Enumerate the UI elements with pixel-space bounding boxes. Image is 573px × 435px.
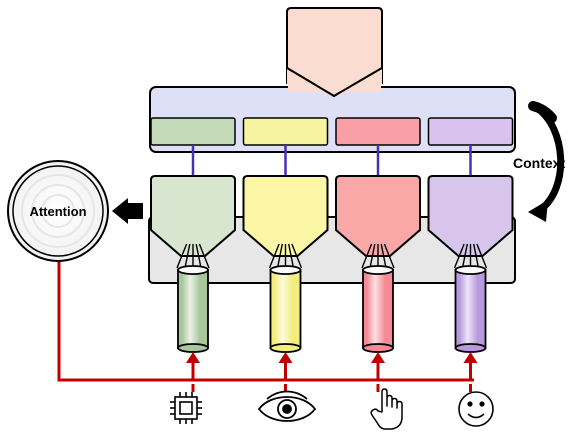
funnel-purple: [427, 175, 514, 257]
module-red: [335, 117, 421, 392]
rays-red: [361, 243, 395, 269]
rays-purple: [453, 243, 488, 269]
attention-label: Attention: [29, 204, 86, 219]
module-green: [150, 117, 236, 392]
rays-green: [176, 243, 210, 269]
smiley-icon: [458, 391, 494, 427]
context-label: Context: [513, 155, 565, 171]
context-bar-purple: [427, 117, 514, 146]
chip-icon: [170, 392, 202, 424]
module-purple: [427, 117, 514, 392]
funnel-green: [150, 175, 236, 257]
rays-yellow: [268, 243, 303, 269]
funnel-yellow: [242, 175, 329, 257]
context-bar-red: [335, 117, 421, 146]
context-bar-green: [150, 117, 236, 146]
context-bar-yellow: [242, 117, 329, 146]
module-yellow: [242, 117, 329, 392]
attention-arrow: [112, 198, 143, 224]
gray-pool: [148, 216, 516, 284]
feedback-lines: [57, 262, 474, 382]
eye-icon: [257, 390, 317, 422]
funnel-red: [335, 175, 421, 257]
hand-icon: [370, 388, 403, 430]
